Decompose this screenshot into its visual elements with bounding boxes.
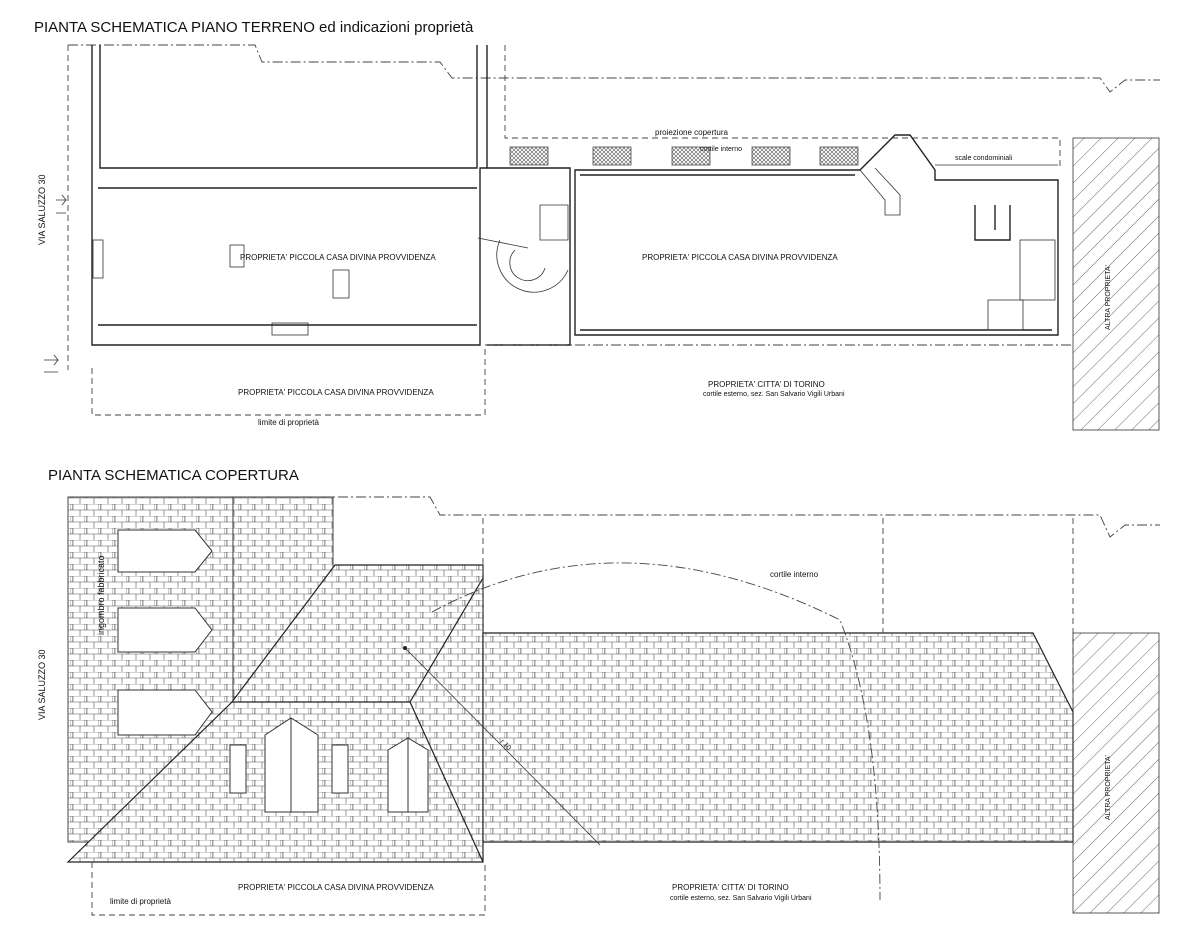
east-building-outline [574,134,1059,336]
radius-line [404,647,601,846]
door-niche [271,322,309,336]
radius-arc [431,562,881,901]
property-label-south: PROPRIETA' PICCOLA CASA DIVINA PROVVIDEN… [238,388,434,397]
entrance-arrow-icon [56,194,67,214]
roof-property-south: PROPRIETA' PICCOLA CASA DIVINA PROVVIDEN… [238,883,434,892]
chimney-duct [859,167,901,216]
entrance-arrow-icon [44,354,59,373]
west-window [92,239,104,279]
stairs-label: scale condominiali [955,155,1013,162]
street-label: VIA SALUZZO 30 [37,174,47,245]
other-property-hatch [1072,137,1160,431]
property-label-east: PROPRIETA' PICCOLA CASA DIVINA PROVVIDEN… [642,253,838,262]
ground-floor-title: PIANTA SCHEMATICA PIANO TERRENO ed indic… [34,19,474,36]
other-property-label-roof: ALTRA PROPRIETA' [1105,755,1112,820]
inner-courtyard-label: cortile interno [700,146,742,153]
roof-projection-line [504,45,1061,170]
west-building-outline [91,45,488,346]
roof-city-property: PROPRIETA' CITTA' DI TORINO [672,883,789,892]
roof-title: PIANTA SCHEMATICA COPERTURA [48,467,299,484]
center-point [403,646,407,650]
condo-stair-flight [1019,239,1056,301]
projection-label: proiezione copertura [655,128,728,137]
top-boundary-line [68,44,1160,93]
skylight [117,529,213,573]
service-room [974,205,1011,241]
west-upper-room [99,45,478,169]
roof-plan: PIANTA SCHEMATICA COPERTURA ingombro fab… [37,467,1160,916]
dormer [264,717,319,813]
property-limit-dash [91,345,486,416]
roof-street-label: VIA SALUZZO 30 [37,649,47,720]
roof-city-courtyard: cortile esterno, sez. San Salvario Vigil… [670,895,812,902]
courtyard-grilles [509,146,859,166]
east-roof [482,632,1074,843]
top-boundary-line-roof [230,496,1160,538]
roof-limit-label: limite di proprietà [110,897,171,906]
pillar [229,244,245,268]
city-property-label: PROPRIETA' CITTA' DI TORINO [708,380,825,389]
hip-ridges [232,577,484,863]
spiral-staircase [477,167,571,346]
city-courtyard-label: cortile esterno, sez. San Salvario Vigil… [703,391,845,398]
hip-roof [66,564,484,863]
roof-window [229,744,247,794]
condo-stair-flight [987,299,1024,331]
limit-label: limite di proprietà [258,418,319,427]
roof-courtyard-label: cortile interno [770,570,819,579]
east-hall-walls [580,174,1052,331]
roof-window [331,744,349,794]
dormer [387,737,429,813]
other-property-hatch-roof [1072,632,1160,914]
ground-floor-plan: PIANTA SCHEMATICA PIANO TERRENO ed indic… [34,19,1160,431]
pillar [332,269,350,299]
skylight [117,607,213,653]
other-property-label: ALTRA PROPRIETA' [1105,265,1112,330]
property-label-west: PROPRIETA' PICCOLA CASA DIVINA PROVVIDEN… [240,253,436,262]
footprint-label: ingombro fabbricato [96,555,106,635]
property-limit-dash-roof [91,862,486,916]
skylight [117,689,213,736]
